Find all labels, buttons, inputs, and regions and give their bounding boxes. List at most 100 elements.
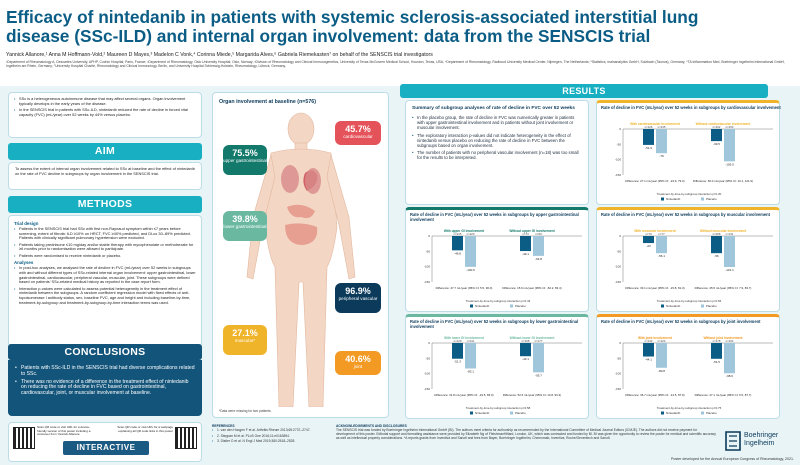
results-summary-title: Summary of subgroup analyses of rate of …	[412, 106, 575, 111]
y-tick-label: -50	[617, 249, 622, 253]
organ-pct: 75.5%	[232, 148, 258, 158]
interaction-p-label: Treatment-by-time-by-subgroup interactio…	[657, 192, 722, 196]
organ-pill: 75.5%upper gastrointestinal	[223, 145, 267, 175]
legend-label: Placebo	[515, 411, 526, 415]
bar-value-label: -39.5	[713, 142, 720, 146]
organ-pct: 40.6%	[345, 354, 371, 364]
methods-header: METHODS	[8, 196, 202, 213]
organ-label: lower gastrointestinal	[223, 224, 267, 229]
organ-involvement-box: Organ involvement at baseline (n=576) 75…	[212, 92, 389, 418]
poster-header: Efficacy of nintedanib in patients with …	[0, 0, 800, 86]
legend-label: Nintedanib	[666, 304, 681, 308]
methods-box: Trial design Patients in the SENSCIS tri…	[8, 215, 202, 347]
bar	[711, 236, 722, 254]
y-tick-label: -100	[424, 372, 430, 376]
y-tick-label: 0	[619, 341, 621, 345]
bar	[656, 343, 667, 368]
y-tick-label: -50	[617, 356, 622, 360]
intro-box: SSc is a heterogeneous autoimmune diseas…	[8, 92, 202, 138]
y-tick-label: -100	[615, 158, 621, 162]
analyses-bullet: Interaction p-values were calculated to …	[14, 286, 196, 306]
group-label: With muscular involvement	[634, 229, 676, 233]
intro-bullet: In the SENSCIS trial in patients with SS…	[14, 107, 196, 117]
bar-value-label: -51.5	[713, 360, 720, 364]
y-tick-label: 0	[428, 234, 430, 238]
chart-title: Rate of decline in FVC (mL/year) over 52…	[601, 105, 781, 110]
organ-pill: 39.8%lower gastrointestinal	[223, 211, 267, 241]
design-bullet: Patients were randomised to receive nint…	[14, 253, 196, 259]
bar	[520, 343, 531, 357]
difference-label: Difference: 27.1 mL/year (95% CI: -24.9,…	[625, 179, 684, 183]
y-tick-label: -50	[426, 249, 431, 253]
aim-box: To assess the extent of internal organ i…	[8, 162, 202, 190]
bar-value-label: -64.8	[535, 257, 542, 261]
bar	[724, 129, 735, 162]
aim-text: To assess the extent of internal organ i…	[15, 166, 195, 176]
bar-value-label: -98.6	[726, 374, 733, 378]
bar-value-label: -23	[646, 244, 651, 248]
legend-swatch	[701, 304, 704, 308]
bar-value-label: -105.5	[725, 162, 734, 166]
organ-pct: 27.1%	[232, 328, 258, 338]
organ-footnote: *Data were missing for two patients.	[219, 409, 272, 413]
bar	[452, 236, 463, 251]
organ-pill: 27.1%muscular*	[223, 325, 267, 355]
n-label: n=69	[535, 232, 542, 236]
references: REFERENCES 1. van den Hoogen F et al. Ar…	[212, 424, 332, 445]
qr-code-right[interactable]	[175, 427, 197, 449]
chart-panel: Rate of decline in FVC (mL/year) over 52…	[596, 207, 780, 312]
boehringer-logo: Boehringer Ingelheim	[724, 428, 794, 456]
organ-label: peripheral vascular	[338, 296, 378, 301]
organ-label: cardiovascular	[343, 134, 373, 139]
bar-value-label: -43.1	[522, 357, 529, 361]
n-label: n=77	[658, 232, 665, 236]
conclusion-bullet: There was no evidence of a difference in…	[15, 379, 195, 397]
group-label: Without muscular involvement	[700, 229, 747, 233]
difference-label: Difference: 66.0 mL/year (95% CI: 10.1, …	[693, 179, 753, 183]
legend-label: Nintedanib	[666, 411, 681, 415]
difference-label: Difference: 33.1 mL/year (95% CI: -15.8,…	[625, 286, 684, 290]
legend-swatch	[701, 411, 704, 415]
interaction-p-label: Treatment-by-time-by-subgroup interactio…	[657, 299, 722, 303]
bar-value-label: -95.7	[535, 373, 542, 377]
references-heading: REFERENCES	[212, 424, 235, 428]
bar-value-label: -83.1	[467, 369, 474, 373]
bar-value-label: -80.8	[658, 369, 665, 373]
chart-panel: Rate of decline in FVC (mL/year) over 52…	[596, 314, 780, 419]
interaction-p-label: Treatment-by-time-by-subgroup interactio…	[466, 299, 531, 303]
n-label: n=126	[645, 125, 653, 129]
bar-value-label: -46.8	[454, 251, 461, 255]
chart-panel: Rate of decline in FVC (mL/year) over 52…	[405, 314, 589, 419]
bar-value-label: -56.1	[658, 254, 665, 258]
organ-pct: 45.7%	[345, 124, 371, 134]
y-tick-label: -50	[426, 356, 431, 360]
interactive-button[interactable]: INTERACTIVE	[63, 441, 149, 455]
summary-bullet: In the placebo group, the rate of declin…	[412, 115, 582, 131]
difference-label: Difference: 47.7 mL/year (95% CI: 5.5, 9…	[436, 286, 493, 290]
conclusions-box: Patients with SSc-ILD in the SENSCIS tri…	[8, 360, 202, 416]
bar-value-label: -51.3	[454, 360, 461, 364]
reference-item: 1. van den Hoogen F et al. Arthritis Rhe…	[212, 428, 332, 432]
analyses-heading: Analyses	[14, 260, 34, 266]
trial-design-list: Patients in the SENSCIS trial had SSc wi…	[14, 226, 196, 259]
analyses-bullet: In post-hoc analyses, we analysed the ra…	[14, 265, 196, 285]
bar	[724, 343, 735, 374]
bar	[465, 236, 476, 267]
chart-panel: Rate of decline in FVC (mL/year) over 52…	[405, 207, 589, 312]
n-label: n=211	[726, 232, 734, 236]
legend-label: Nintedanib	[666, 197, 681, 201]
bar	[533, 343, 544, 373]
legend-swatch	[661, 197, 664, 201]
y-tick-label: 0	[619, 234, 621, 238]
poster-title: Efficacy of nintedanib in patients with …	[6, 7, 699, 46]
authors: Yannick Allanore,¹ Anna M Hoffmann-Vold,…	[6, 52, 433, 58]
bar	[643, 129, 654, 145]
organ-pill: 45.7%cardiovascular	[335, 121, 381, 145]
qr-code-left[interactable]	[13, 427, 35, 449]
legend-swatch	[661, 304, 664, 308]
n-label: n=120	[454, 339, 462, 343]
reference-item: 3. Distler O et al. N Engl J Med 2019;38…	[212, 439, 332, 443]
group-label: Without upper GI involvement	[509, 229, 555, 233]
